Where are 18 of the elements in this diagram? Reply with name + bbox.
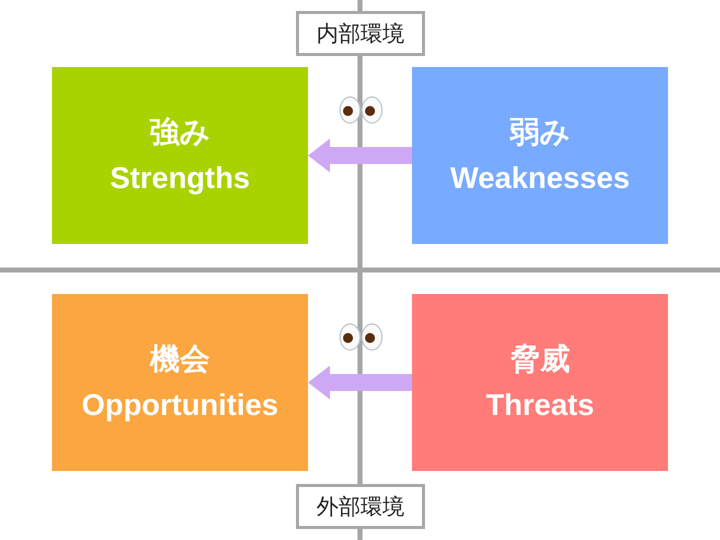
quadrant-box — [52, 294, 308, 471]
box-text: Opportunities — [82, 388, 278, 424]
label-box — [296, 484, 425, 529]
box-text: 機会 — [150, 342, 210, 378]
quadrant-box — [412, 294, 668, 471]
arrow — [308, 138, 412, 172]
box-text: Weaknesses — [450, 160, 630, 196]
box-text: 強み — [150, 114, 210, 150]
box-text: 脅威 — [510, 342, 570, 378]
box-text: Threats — [486, 388, 594, 424]
label-box — [296, 11, 425, 56]
arrow — [308, 366, 412, 400]
box-text: 外部環境 — [316, 494, 404, 522]
box-text: 弱み — [510, 114, 570, 150]
quadrant-box — [52, 67, 308, 244]
box-text: Strengths — [110, 160, 250, 196]
quadrant-box — [412, 67, 668, 244]
box-text: 内部環境 — [316, 20, 404, 48]
